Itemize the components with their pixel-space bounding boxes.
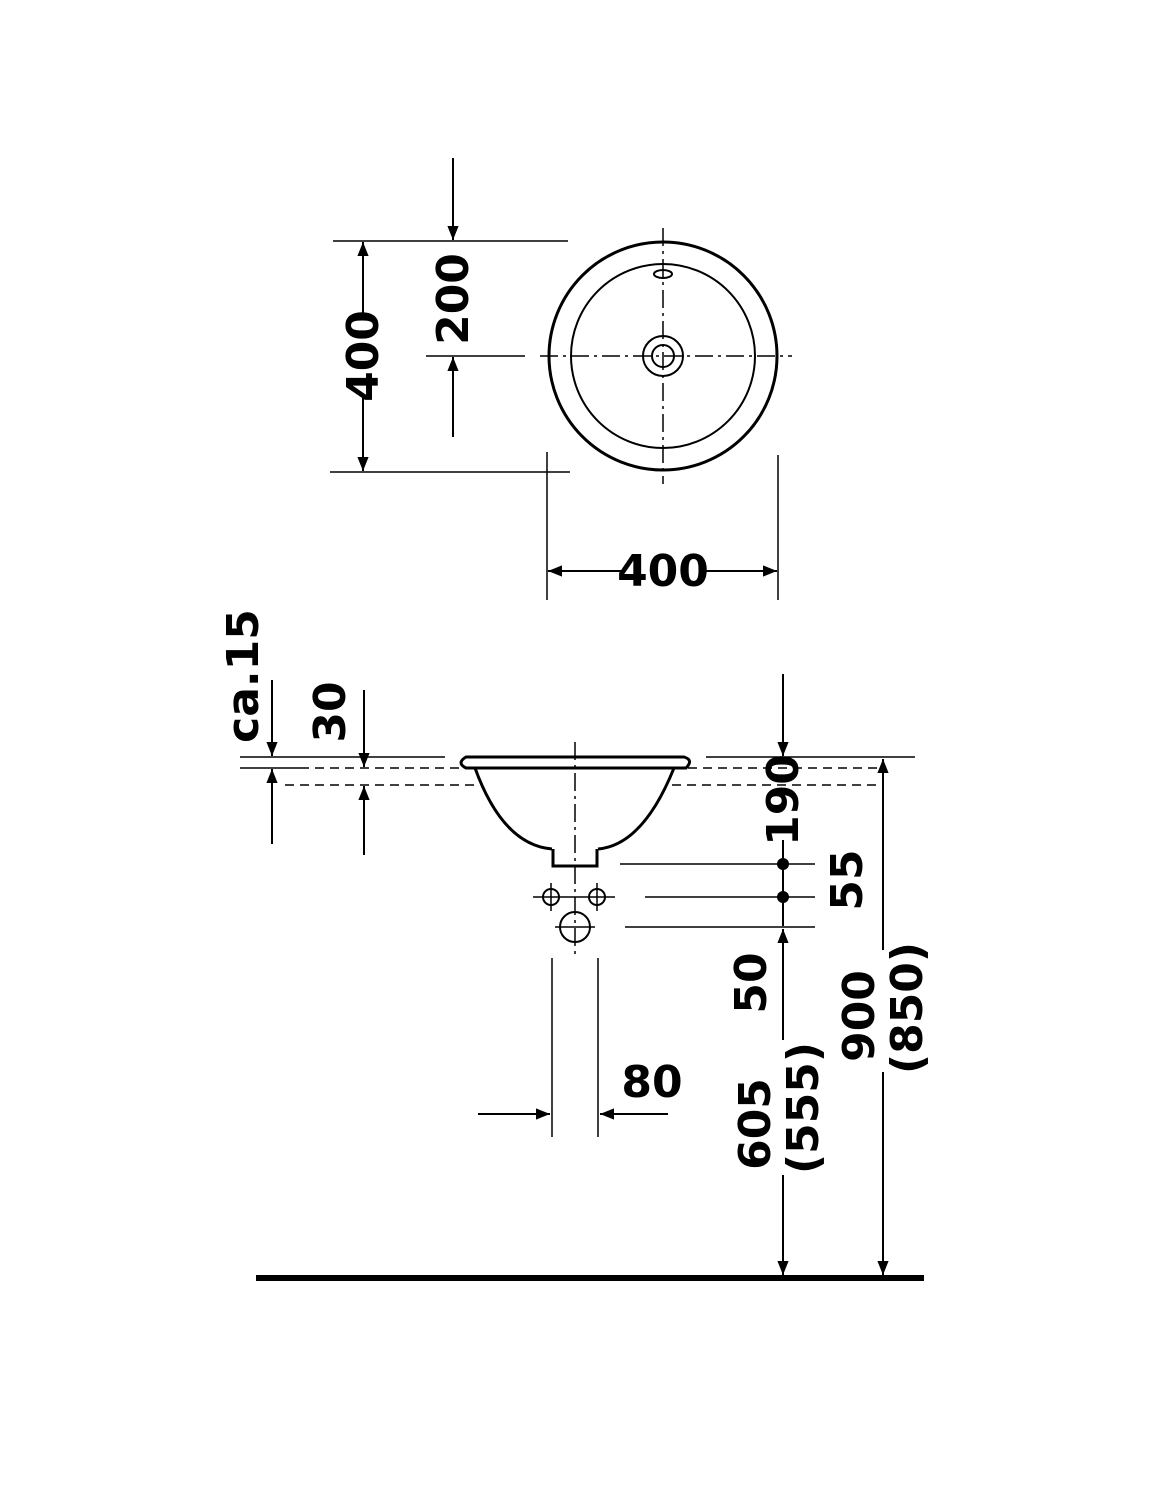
depth-dim-label: 190 bbox=[758, 754, 809, 846]
outlet-spacing-label: 55 bbox=[822, 849, 873, 910]
outlet-height-alt-label: (555) bbox=[778, 1042, 829, 1174]
outlet-gap-label: 50 bbox=[726, 952, 777, 1013]
basin-bowl bbox=[473, 767, 676, 851]
width-dim-label: 400 bbox=[617, 546, 709, 597]
total-height-label: 900 bbox=[834, 970, 885, 1062]
basin-rim bbox=[459, 755, 691, 770]
outlet-height-label: 605 bbox=[730, 1078, 781, 1170]
dim-dot-outlets bbox=[777, 891, 789, 903]
height-dim-label: 400 bbox=[338, 310, 389, 402]
outlet-width-label: 80 bbox=[621, 1057, 682, 1108]
top-view: 400 200 400 bbox=[330, 158, 792, 600]
side-view: ca.15 30 190 55 50 605 (555) 900 (850) 8… bbox=[218, 609, 933, 1281]
overflow-dim-label: ca.15 bbox=[218, 609, 269, 743]
total-height-alt-label: (850) bbox=[882, 942, 933, 1074]
center-dim-label: 200 bbox=[428, 253, 479, 345]
rim-dim-label: 30 bbox=[305, 681, 356, 742]
dim-dot-spigot bbox=[777, 858, 789, 870]
